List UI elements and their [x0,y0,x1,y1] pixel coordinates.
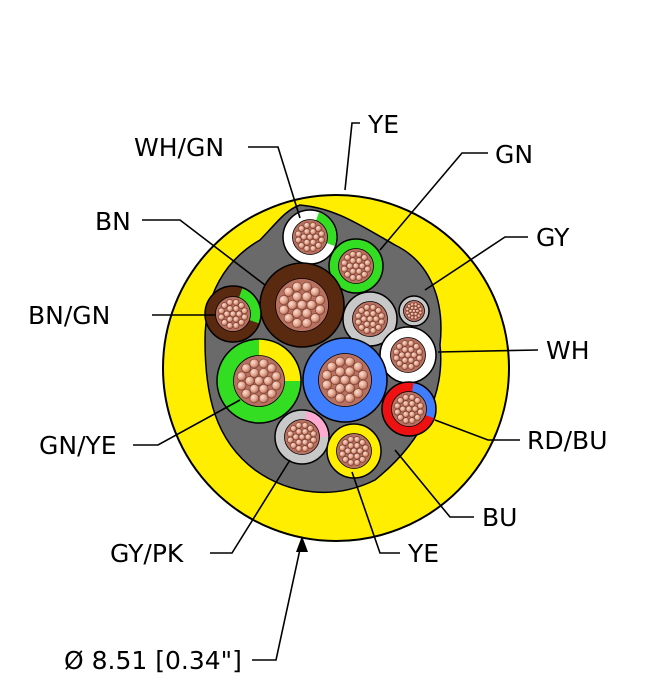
conductor-wh [379,326,437,384]
conductor-bn [259,262,345,348]
conductor-gn-ye [216,338,302,424]
label-ye-top: YE [367,110,399,139]
conductor-ye [326,423,382,479]
label-bu: BU [482,503,517,532]
conductor-gy-small [398,295,430,327]
label-gy-pk: GY/PK [110,539,184,568]
label-diameter: Ø 8.51 [0.34"] [64,646,242,675]
label-ye-bottom: YE [407,539,439,568]
conductor-rd-bu [381,381,437,437]
label-bn: BN [95,207,131,236]
label-gy: GY [536,223,570,252]
leader-lines [133,122,539,661]
label-rd-bu: RD/BU [527,426,608,455]
conductor-gy-pk [274,409,330,465]
conductor-gn [328,238,384,294]
label-gn: GN [495,140,533,169]
label-bn-gn: BN/GN [28,301,110,330]
label-wh-gn: WH/GN [134,133,224,162]
label-wh: WH [546,336,590,365]
conductor-bu [302,337,388,423]
label-gn-ye: GN/YE [39,431,117,460]
conductor-bn-gn [204,285,262,343]
conductor-wh-gn [282,209,338,265]
